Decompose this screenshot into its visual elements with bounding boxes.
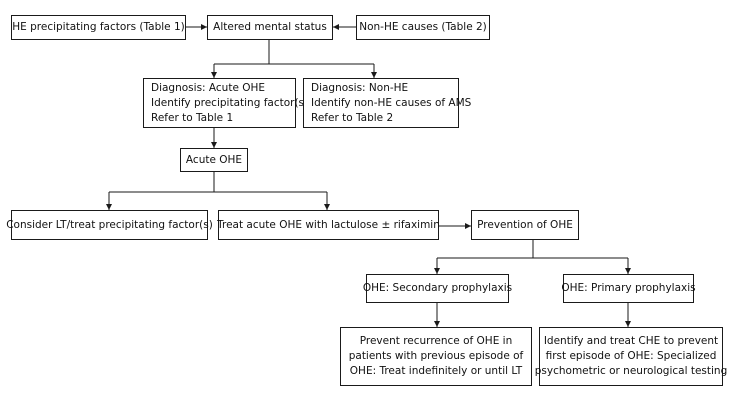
- node-identify-treat-che: Identify and treat CHE to prevent first e…: [535, 327, 727, 386]
- node-diagnosis-acute-ohe-line-1: Diagnosis: Acute OHE: [151, 81, 266, 94]
- node-diagnosis-acute-ohe-line-3: Refer to Table 1: [151, 111, 234, 124]
- node-diagnosis-non-he-line-2: Identify non-HE causes of AMS: [311, 96, 472, 109]
- node-he-precipitating-factors-line-1: HE precipitating factors (Table 1): [12, 21, 185, 33]
- node-non-he-causes-line-1: Non-HE causes (Table 2): [359, 21, 487, 33]
- node-diagnosis-non-he: Diagnosis: Non-HE Identify non-HE causes …: [303, 78, 471, 128]
- node-identify-treat-che-line-2: first episode of OHE: Specialized: [545, 350, 717, 362]
- node-he-precipitating-factors: HE precipitating factors (Table 1): [11, 15, 186, 40]
- node-identify-treat-che-line-1: Identify and treat CHE to prevent: [543, 335, 719, 347]
- node-prevent-recurrence-line-3: OHE: Treat indefinitely or until LT: [349, 365, 523, 377]
- node-primary-prophylaxis: OHE: Primary prophylaxis: [561, 274, 696, 303]
- node-secondary-prophylaxis-line-1: OHE: Secondary prophylaxis: [362, 282, 513, 294]
- node-acute-ohe: Acute OHE: [180, 148, 248, 172]
- node-prevention-of-ohe-line-1: Prevention of OHE: [477, 218, 573, 231]
- node-diagnosis-non-he-line-3: Refer to Table 2: [311, 111, 394, 124]
- node-consider-lt-line-1: Consider LT/treat precipitating factor(s…: [6, 218, 213, 231]
- node-prevention-of-ohe: Prevention of OHE: [471, 210, 579, 240]
- node-acute-ohe-line-1: Acute OHE: [185, 153, 243, 166]
- node-prevent-recurrence-line-1: Prevent recurrence of OHE in: [359, 335, 513, 347]
- node-altered-mental-status: Altered mental status: [207, 15, 333, 40]
- node-prevent-recurrence-line-2: patients with previous episode of: [348, 350, 524, 362]
- node-prevent-recurrence: Prevent recurrence of OHE in patients wit…: [340, 327, 532, 386]
- node-identify-treat-che-line-3: psychometric or neurological testing: [534, 365, 728, 377]
- node-primary-prophylaxis-line-1: OHE: Primary prophylaxis: [561, 282, 696, 294]
- node-diagnosis-acute-ohe-line-2: Identify precipitating factor(s): [151, 96, 309, 109]
- node-diagnosis-acute-ohe: Diagnosis: Acute OHE Identify precipitati…: [143, 78, 308, 128]
- node-secondary-prophylaxis: OHE: Secondary prophylaxis: [362, 274, 513, 303]
- node-treat-acute-ohe-line-1: Treat acute OHE with lactulose ± rifaxim…: [217, 218, 440, 231]
- node-non-he-causes: Non-HE causes (Table 2): [356, 15, 490, 40]
- node-altered-mental-status-line-1: Altered mental status: [213, 21, 327, 33]
- node-diagnosis-non-he-line-1: Diagnosis: Non-HE: [311, 81, 409, 94]
- node-consider-lt: Consider LT/treat precipitating factor(s…: [6, 210, 213, 240]
- node-treat-acute-ohe: Treat acute OHE with lactulose ± rifaxim…: [217, 210, 440, 240]
